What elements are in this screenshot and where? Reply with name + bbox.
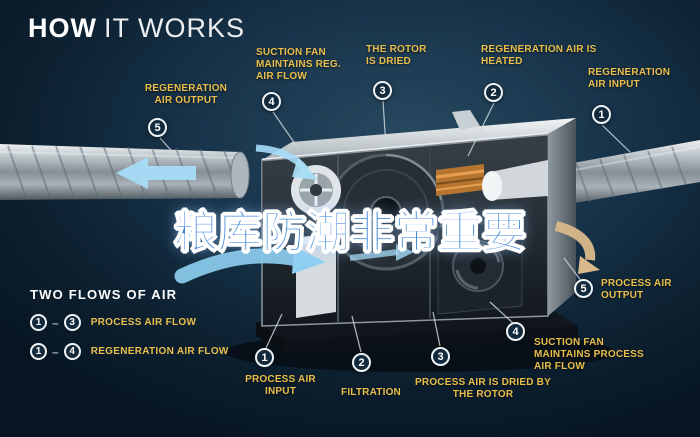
leader-lines: [159, 100, 631, 353]
badge-reg-air-input: 1: [592, 105, 611, 124]
badge-process-air-input: 1: [255, 348, 274, 367]
legend-two-flows: TWO FLOWS OF AIR 1 – 3 PROCESS AIR FLOW …: [30, 287, 229, 360]
label-process-air-input: PROCESS AIR INPUT: [245, 374, 316, 398]
label-rotor-dried: THE ROTOR IS DRIED: [366, 44, 427, 68]
dehumidifier-unit: [225, 110, 615, 372]
process-output-arrow: [554, 221, 596, 261]
badge-reg-air-output: 5: [148, 118, 167, 137]
legend-row-process-air: 1 – 3 PROCESS AIR FLOW: [30, 314, 229, 331]
label-process-air-output: PROCESS AIR OUTPUT: [601, 278, 672, 302]
badge-suction-fan-reg: 4: [262, 92, 281, 111]
regeneration-heater: [435, 164, 485, 196]
chinese-overlay-text: 粮库防潮非常重要: [174, 208, 527, 258]
label-filtration: FILTRATION: [341, 387, 401, 398]
legend-badge-end-3: 3: [63, 314, 81, 331]
process-input-arrow: [174, 248, 306, 284]
label-process-air-dried: PROCESS AIR IS DRIED BY THE ROTOR: [415, 377, 551, 401]
legend-badge-end-4: 4: [63, 343, 81, 360]
legend-badge-start-1: 1: [30, 314, 47, 331]
label-reg-air-output: REGENERATION AIR OUTPUT: [144, 83, 228, 107]
badge-reg-air-heated: 2: [484, 83, 503, 102]
legend-heading: TWO FLOWS OF AIR: [30, 287, 178, 302]
legend-dash-icon: –: [52, 315, 59, 330]
title-light: IT WORKS: [103, 13, 245, 43]
legend-row-regeneration-air: 1 – 4 REGENERATION AIR FLOW: [30, 343, 229, 360]
badge-process-air-dried: 3: [431, 347, 450, 366]
badge-suction-fan-process: 4: [506, 322, 525, 341]
label-suction-fan-process: SUCTION FAN MAINTAINS PROCESS AIR FLOW: [534, 337, 644, 373]
legend-dash-icon: –: [52, 344, 59, 359]
legend-badge-start-1b: 1: [30, 343, 47, 360]
badge-filtration: 2: [352, 353, 371, 372]
label-reg-air-heated: REGENERATION AIR IS HEATED: [481, 44, 597, 68]
regeneration-output-arrow: [116, 157, 196, 189]
legend-label-process-air: PROCESS AIR FLOW: [90, 317, 197, 328]
badge-process-air-output: 5: [574, 279, 593, 298]
title-bold: HOW: [28, 13, 97, 43]
label-reg-air-input: REGENERATION AIR INPUT: [588, 67, 671, 91]
process-fan: [437, 219, 523, 315]
legend-label-regeneration-air: REGENERATION AIR FLOW: [90, 346, 229, 357]
label-suction-fan-reg: SUCTION FAN MAINTAINS REG. AIR FLOW: [256, 47, 341, 83]
badge-rotor-dried: 3: [373, 81, 392, 100]
airflow-arrows: [116, 144, 600, 284]
